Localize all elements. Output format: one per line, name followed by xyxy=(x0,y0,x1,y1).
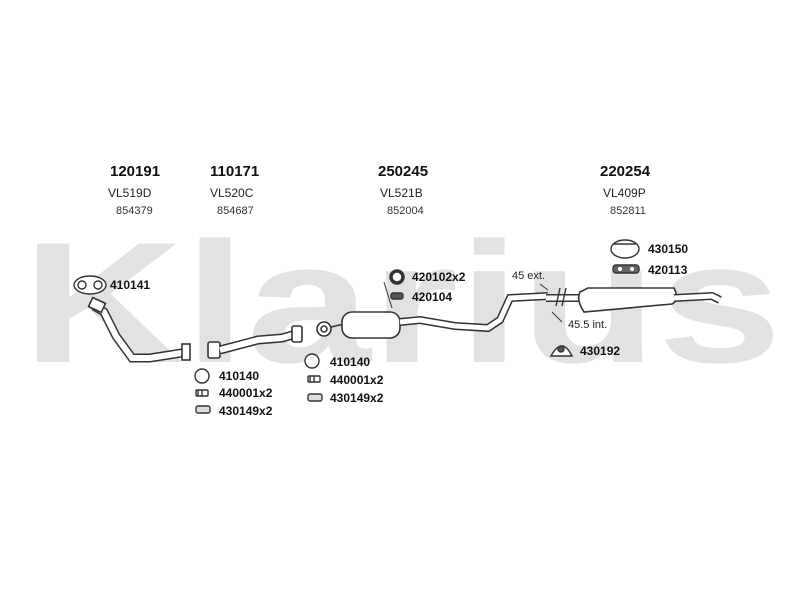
annotation-ext: 45 ext. xyxy=(512,270,546,282)
part-number: 250245 xyxy=(378,163,429,180)
part-label-clamp: 420104 xyxy=(412,290,453,304)
part-number: 220254 xyxy=(600,163,651,180)
rubber-mount-icon xyxy=(610,239,640,259)
part-label: 410140 xyxy=(330,355,371,369)
part-label: 410140 xyxy=(219,369,260,383)
part-label: 430149x2 xyxy=(330,391,384,405)
centre-silencer xyxy=(316,292,549,339)
vehicle-code: VL521B xyxy=(380,186,423,200)
bolt-icon-b xyxy=(307,375,321,383)
u-clamp-icon xyxy=(390,292,404,300)
vehicle-code: VL519D xyxy=(108,186,152,200)
part-label: 440001x2 xyxy=(219,386,273,400)
part-number: 110171 xyxy=(210,163,260,180)
intermediate-pipe xyxy=(207,325,303,359)
part-label-gasket: 410141 xyxy=(110,278,151,292)
mount-icon xyxy=(549,345,574,357)
reference-number: 852811 xyxy=(610,205,646,217)
bolt-icon xyxy=(195,389,209,397)
rear-silencer xyxy=(546,287,722,313)
front-downpipe xyxy=(87,296,191,363)
clamp-ring-icon xyxy=(389,269,405,285)
ring-icon xyxy=(194,368,210,384)
vehicle-code: VL520C xyxy=(210,186,254,200)
annotation-int: 45.5 int. xyxy=(568,319,608,331)
ring-icon-b xyxy=(304,353,320,369)
reference-number: 854379 xyxy=(116,205,153,217)
part-label: 440001x2 xyxy=(330,373,384,387)
part-label: 430149x2 xyxy=(219,404,273,418)
reference-number: 854687 xyxy=(217,205,254,217)
part-label-clamp-ring: 420102x2 xyxy=(412,270,466,284)
part-label-rubber-mount: 430150 xyxy=(648,242,689,256)
reference-number: 852004 xyxy=(387,205,424,217)
gasket-icon xyxy=(73,275,107,295)
part-label-hanger: 420113 xyxy=(648,263,688,277)
clamp-icon xyxy=(195,405,211,414)
hanger-icon xyxy=(612,264,640,274)
part-label-mount: 430192 xyxy=(580,344,621,358)
vehicle-code: VL409P xyxy=(603,186,646,200)
clamp-icon-b xyxy=(307,393,323,402)
part-number: 120191 xyxy=(110,163,161,180)
